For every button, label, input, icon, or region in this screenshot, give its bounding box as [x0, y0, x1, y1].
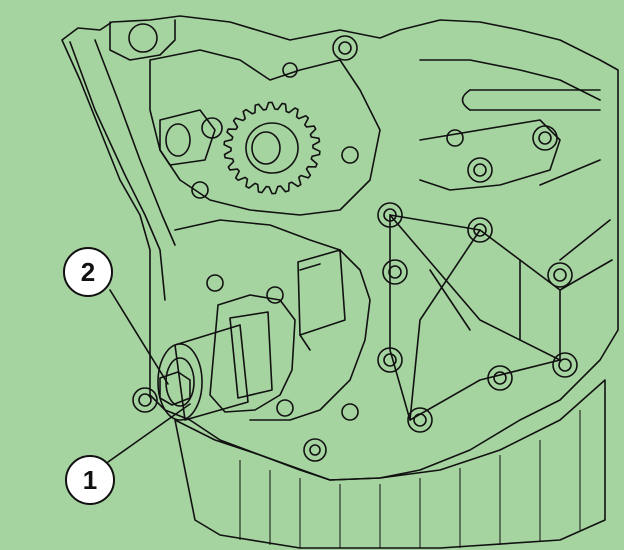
- leader-line-2: [109, 289, 169, 385]
- sprocket: [223, 101, 321, 195]
- engine-block: [61, 15, 619, 549]
- leader-line-1: [107, 403, 191, 463]
- callout-circle-2: [63, 247, 113, 297]
- sprocket-teeth: [223, 101, 321, 195]
- special-tool: [157, 294, 296, 421]
- callout-circle-1: [65, 455, 115, 505]
- sprocket-bore: [251, 131, 281, 165]
- callout-1-group: 1: [65, 403, 191, 505]
- sprocket-hub: [245, 122, 299, 174]
- bolt-head: [159, 371, 191, 406]
- callout-label-1: 1: [83, 465, 97, 495]
- callout-2-group: 2: [63, 247, 169, 385]
- callout-label-2: 2: [81, 257, 95, 287]
